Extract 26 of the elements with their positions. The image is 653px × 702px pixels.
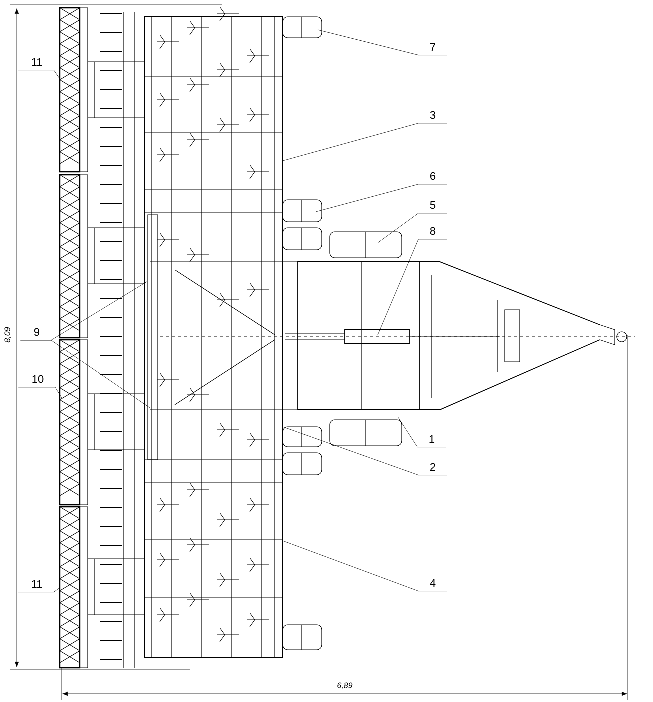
leader-line xyxy=(378,239,448,336)
callout-number: 11 xyxy=(32,580,42,588)
callout-number: 5 xyxy=(430,201,436,210)
leader-line xyxy=(398,416,447,448)
leader-line xyxy=(316,184,448,212)
callout-number: 6 xyxy=(430,172,436,180)
leader-line xyxy=(378,213,448,244)
callout-number: 2 xyxy=(430,463,436,471)
leader-line xyxy=(18,387,62,398)
leader-line xyxy=(18,588,60,592)
leader-line xyxy=(18,70,60,80)
callout-number: 8 xyxy=(430,227,436,236)
callout-number: 7 xyxy=(430,43,436,51)
dimension-text: 6,89 xyxy=(338,682,353,690)
leader-line xyxy=(282,426,448,476)
leader-line xyxy=(318,30,448,56)
callout-number: 11 xyxy=(32,58,42,66)
callout-number: 1 xyxy=(430,435,435,443)
leader-line xyxy=(282,540,448,592)
callout-number: 3 xyxy=(430,111,436,120)
leader-line xyxy=(282,123,448,162)
callout-number: 10 xyxy=(32,375,44,384)
callout-number: 4 xyxy=(430,579,436,587)
dimension-text: 8,09 xyxy=(4,327,12,343)
callout-number: 9 xyxy=(34,328,40,336)
leader-line xyxy=(20,340,150,408)
